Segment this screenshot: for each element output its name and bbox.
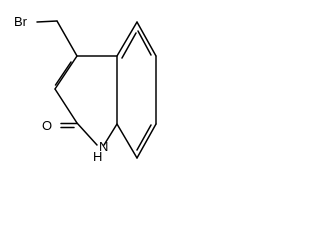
atom-n-label: N — [99, 139, 108, 154]
bond-c5-c6-inner — [137, 30, 152, 56]
atom-br-label: Br — [14, 14, 28, 29]
bond-c2-n1 — [76, 122, 98, 146]
bond-c7-c8-inner — [136, 124, 152, 151]
bond-ch2-c4 — [56, 20, 78, 57]
bond-c4a-c5 — [116, 21, 138, 57]
bond-c8-c8a — [116, 123, 138, 159]
bond-c5-c6 — [136, 21, 157, 57]
bond-c4-c3-double — [54, 55, 78, 90]
bond-c3-c2 — [54, 88, 78, 124]
bond-c4a-c5-inner — [121, 32, 137, 59]
bond-br-ch2 — [36, 20, 58, 23]
bond-c4-c3-inner — [54, 61, 72, 86]
atom-o-label: O — [42, 118, 52, 133]
molecule-structure: Br O H N — [14, 14, 157, 164]
atom-nh-label: H — [93, 149, 102, 164]
bond-n1-c8a — [103, 123, 118, 146]
bond-c7-c8 — [136, 123, 157, 159]
